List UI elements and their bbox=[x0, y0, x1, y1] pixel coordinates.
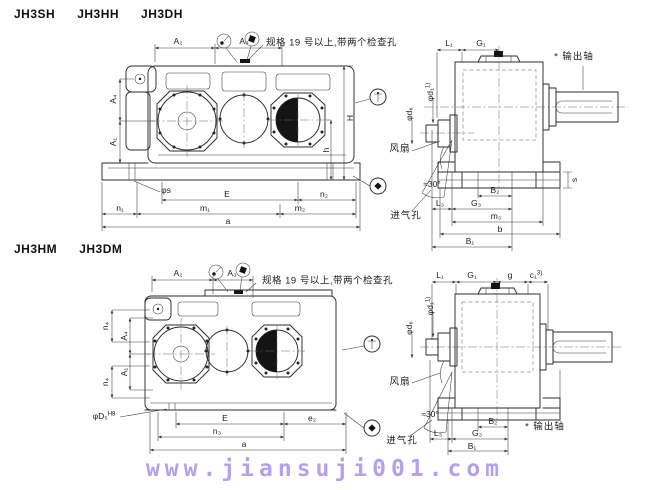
dim-label-B2-top: B₂ bbox=[490, 184, 500, 195]
dim-label-G1-top: G₁ bbox=[476, 37, 486, 48]
oil-level-plug-icon bbox=[216, 33, 232, 49]
dim-label-a3-top: A₃ bbox=[239, 35, 249, 46]
dim-label-B1-top: B₁ bbox=[465, 235, 475, 246]
dim-label-a4-bottom: A₄ bbox=[118, 331, 129, 341]
model-name: JH3DM bbox=[79, 242, 123, 256]
drain-plug-icon bbox=[363, 419, 381, 437]
dim-label-L3-bottom: L₃ bbox=[433, 427, 443, 438]
drain-plug-icon bbox=[369, 177, 387, 195]
breather-plug-icon bbox=[244, 31, 260, 47]
dim-label-G1-bottom: G₁ bbox=[467, 269, 477, 280]
output-shaft-label-bottom: * 输出轴 bbox=[525, 421, 565, 433]
dia-label-d6-bottom: φd₆ bbox=[403, 321, 414, 335]
breather-plug-icon bbox=[235, 262, 251, 278]
dim-label-G3-bottom: G₃ bbox=[471, 427, 483, 438]
dim-label-a3-bottom: A₃ bbox=[227, 267, 237, 278]
oil-level-plug-icon bbox=[208, 264, 224, 280]
bottom-side-view bbox=[409, 278, 622, 455]
top-front-view bbox=[101, 31, 387, 231]
dim-label-B1-bottom: B₁ bbox=[467, 440, 477, 451]
dim-label-n4a-bottom: n₄ bbox=[99, 321, 110, 331]
dim-label-m2-top: m₂ bbox=[294, 202, 306, 213]
dim-label-G3-top: G₃ bbox=[470, 197, 482, 208]
dim-label-E-bottom: E bbox=[222, 412, 228, 423]
dia-label-D5-bottom: φD₅H8 bbox=[92, 411, 116, 422]
fan-label-bottom: 风扇 bbox=[389, 376, 411, 388]
dim-label-E-top: E bbox=[224, 188, 230, 199]
dim-label-H-top: H bbox=[344, 114, 355, 122]
dim-label-h-top: h bbox=[320, 147, 331, 153]
dim-label-m3-top: m₃ bbox=[490, 210, 502, 221]
oil-gauge-icon bbox=[369, 88, 387, 106]
angle-label-top: ≈30° bbox=[423, 178, 441, 189]
output-shaft-label-top: * 输出轴 bbox=[554, 51, 594, 63]
dia-label-d1-top: φd₁1) bbox=[425, 82, 436, 102]
dim-label-n3-bottom: n₃ bbox=[212, 425, 222, 436]
dim-label-m1-top: m₁ bbox=[200, 202, 210, 213]
angle-label-bottom: ≈30° bbox=[421, 408, 439, 419]
model-title-top: JH3SH JH3HH JH3DH bbox=[14, 7, 183, 21]
dim-label-n4b-bottom: n₄ bbox=[99, 377, 110, 387]
dim-label-phis-top: φs bbox=[161, 184, 171, 195]
model-name: JH3DH bbox=[141, 7, 183, 21]
bottom-front-view bbox=[110, 262, 381, 454]
dim-label-n2-top: n₂ bbox=[319, 188, 329, 199]
dim-label-a2-top: A₂ bbox=[173, 35, 183, 46]
top-side-view bbox=[410, 46, 628, 251]
dim-label-a-top: a bbox=[225, 215, 231, 226]
dim-label-L1-bottom: L₁ bbox=[436, 269, 444, 280]
inspection-note-top: 规格 19 号以上,带两个检查孔 bbox=[266, 37, 397, 49]
dim-label-g-bottom: g bbox=[507, 269, 513, 280]
dim-label-L3-top: L₃ bbox=[435, 197, 445, 208]
dim-label-b-top: b bbox=[497, 223, 503, 234]
model-name: JH3HH bbox=[77, 7, 120, 21]
dim-label-n1-top: n₁ bbox=[116, 202, 124, 213]
footnote-sup: 1) bbox=[425, 296, 432, 303]
dim-label-a-bottom: a bbox=[241, 438, 247, 449]
intake-label-top: 进气孔 bbox=[390, 210, 422, 222]
footnote-sup: 3) bbox=[536, 270, 543, 277]
model-name: JH3HM bbox=[14, 242, 58, 256]
dim-label-a1-top: A₁ bbox=[107, 137, 118, 147]
watermark-url: www.jiansuji001.com bbox=[145, 456, 505, 482]
tolerance-sup: H8 bbox=[107, 411, 116, 418]
dia-label-d1-bottom: φd₁1) bbox=[425, 296, 436, 316]
dim-label-a1-bottom: A₁ bbox=[118, 367, 129, 377]
fan-label-top: 风扇 bbox=[389, 143, 411, 155]
inspection-note-bottom: 规格 19 号以上,带两个检查孔 bbox=[262, 275, 393, 287]
dim-label-L1-top: L₁ bbox=[445, 37, 453, 48]
dim-label-s-top: s bbox=[568, 177, 579, 183]
dim-label-a2-bottom: A₂ bbox=[173, 267, 183, 278]
footnote-sup: 1) bbox=[425, 82, 432, 89]
dim-label-a4-top: A₄ bbox=[107, 94, 118, 104]
dim-label-B2-bottom: B₂ bbox=[488, 415, 498, 426]
dim-label-c1-bottom: c₁3) bbox=[529, 270, 543, 281]
model-name: JH3SH bbox=[14, 7, 56, 21]
intake-label-bottom: 进气孔 bbox=[386, 435, 418, 447]
dia-label-d6-top: φd₆ bbox=[403, 107, 414, 121]
oil-gauge-icon bbox=[363, 335, 381, 353]
model-title-bottom: JH3HM JH3DM bbox=[14, 242, 122, 256]
dim-label-e2-bottom: e₂ bbox=[307, 412, 317, 423]
